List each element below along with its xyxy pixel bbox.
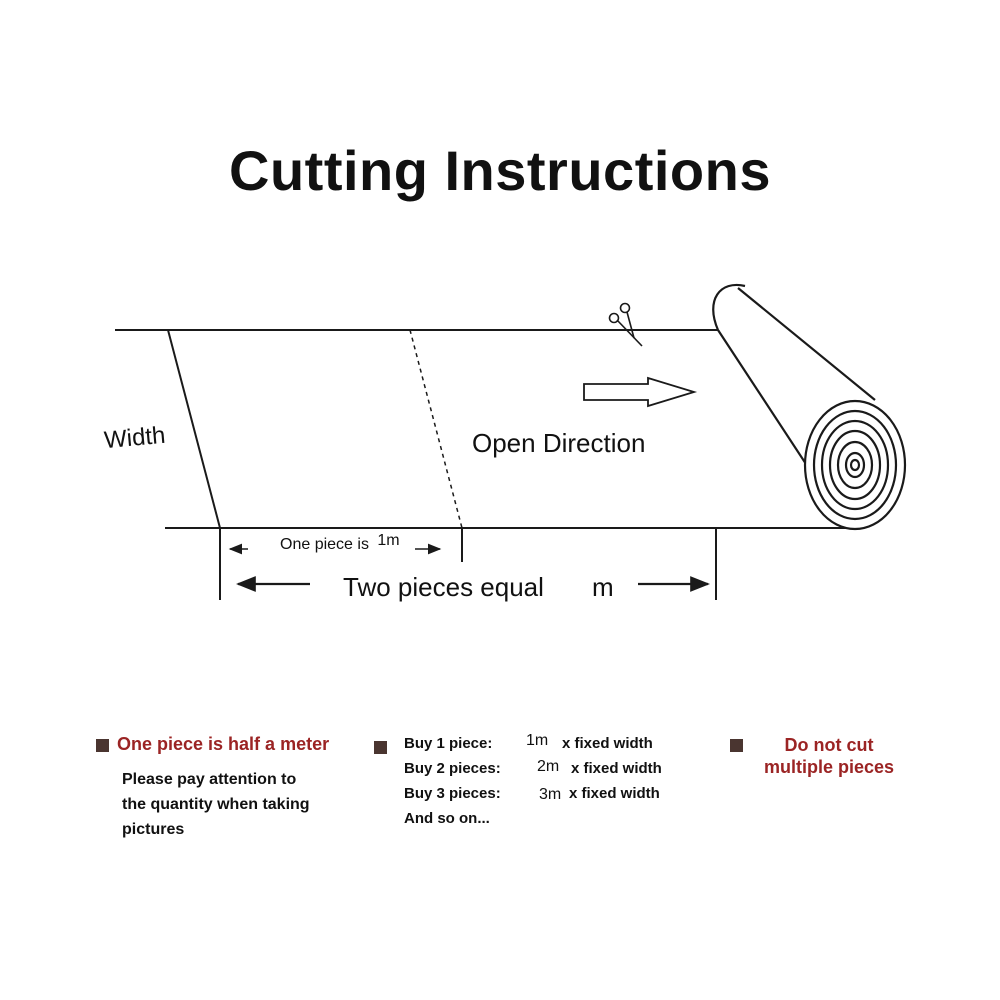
one-piece-label: One piece is 1m (280, 532, 400, 553)
sheet-left-edge (167, 329, 221, 529)
buy-footer: And so on... (404, 810, 490, 827)
bullet-icon (730, 739, 743, 753)
note-line: the quantity when taking (122, 796, 310, 813)
bullet-icon (374, 741, 387, 755)
note-do-not-cut-line: Do not cut (784, 735, 874, 755)
buy-pieces-list: Buy 1 piece: 1m x fixed width Buy 2 pieces… (404, 731, 694, 831)
buy-row-qty: 1m (526, 732, 549, 749)
arrow-right-icon (583, 376, 698, 408)
dimension-lines (219, 528, 717, 600)
buy-row-qty: 3m (539, 786, 562, 803)
note-buy-pieces: Buy 1 piece: 1m x fixed width Buy 2 pieces… (374, 731, 694, 831)
note-half-meter-heading: One piece is half a meter (117, 734, 330, 754)
note-line: pictures (122, 821, 185, 838)
roll-icon (712, 283, 907, 531)
width-label: Width (103, 422, 166, 454)
note-half-meter: One piece is half a meter Please pay att… (96, 734, 376, 842)
buy-row-label: Buy 2 pieces: (404, 760, 501, 777)
two-pieces-label: Two pieces equal (343, 572, 544, 602)
buy-row-qty: 2m (537, 758, 560, 775)
bullet-icon (96, 739, 109, 753)
one-piece-text: One piece is (280, 536, 369, 553)
note-line: Please pay attention to (122, 771, 297, 788)
buy-row-suffix: x fixed width (571, 760, 662, 777)
buy-row-suffix: x fixed width (569, 785, 660, 802)
one-piece-value: 1m (377, 532, 399, 549)
buy-row-2: Buy 2 pieces: 2m x fixed width (404, 756, 694, 781)
scissors-icon (608, 302, 643, 347)
note-do-not-cut-heading: Do not cut multiple pieces (754, 734, 904, 778)
buy-row-3: Buy 3 pieces: 3m x fixed width (404, 781, 694, 806)
sheet-outline (115, 329, 860, 529)
cut-line-dashed (409, 329, 463, 529)
note-do-not-cut-line: multiple pieces (763, 757, 895, 777)
buy-row-1: Buy 1 piece: 1m x fixed width (404, 731, 694, 756)
note-half-meter-body: Please pay attention to the quantity whe… (122, 767, 376, 842)
two-pieces-unit: m (592, 572, 614, 602)
buy-row-suffix: x fixed width (562, 735, 653, 752)
buy-row-label: Buy 1 piece: (404, 735, 493, 752)
buy-row-label: Buy 3 pieces: (404, 785, 501, 802)
open-direction-label: Open Direction (472, 428, 645, 458)
page-title: Cutting Instructions (229, 139, 771, 202)
